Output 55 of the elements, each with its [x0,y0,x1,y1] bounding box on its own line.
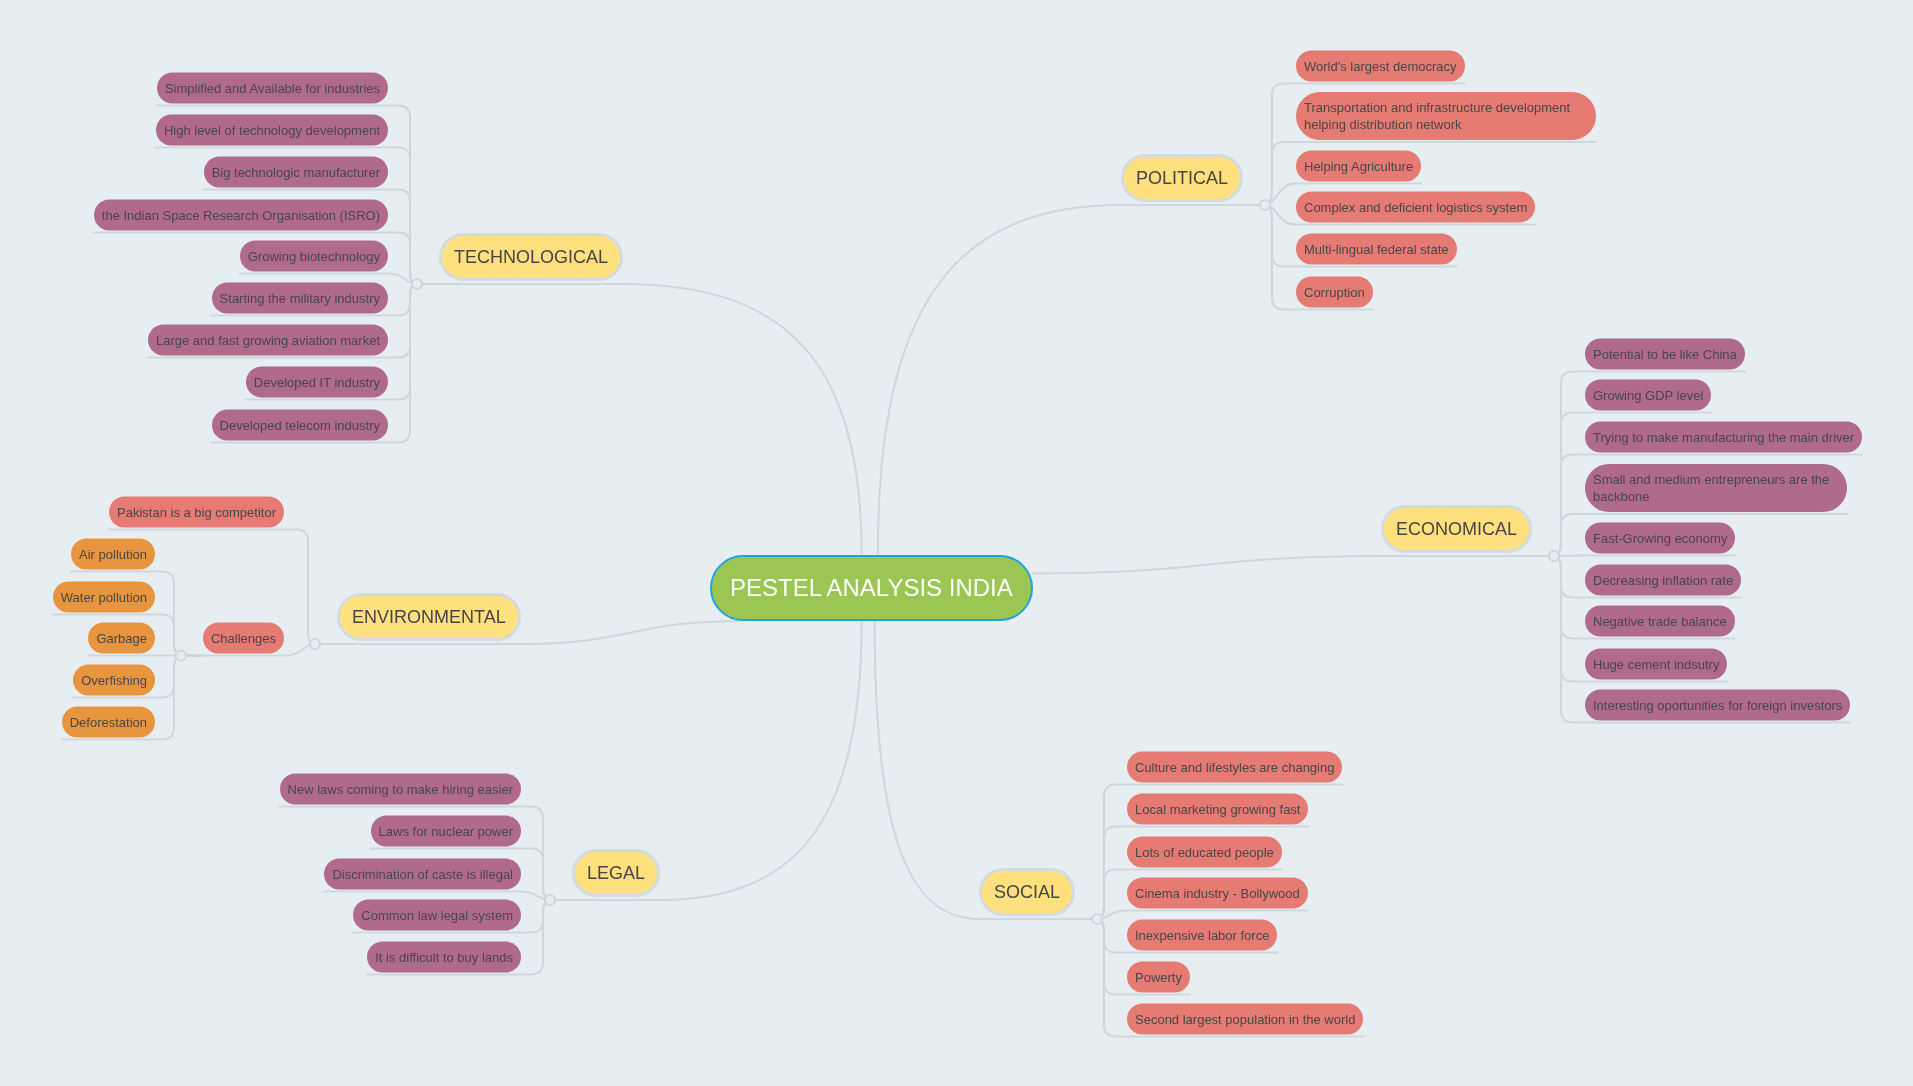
idea-pill: Big technologic manufacturer [203,156,388,188]
idea-pill: Transportation and infrastructure development helping distribution network [1296,92,1596,140]
connector-line [873,620,1076,920]
connector-line [438,283,863,556]
idea-pill: Decreasing inflation rate [1585,564,1742,596]
idea-pill: Culture and lifestyles are changing [1127,751,1343,783]
idea-pill: Corruption [1296,276,1373,308]
idea-pill: Multi-lingual federal state [1296,233,1457,265]
idea-pill: Pakistan is a big competitor [109,496,284,528]
connector-line [1031,555,1533,575]
idea-pill: Challenges [202,622,284,654]
idea-pill: Cinema industry - Bollywood [1127,877,1308,909]
idea-pill: Developed telecom industry [211,409,388,441]
idea-pill: Trying to make manufacturing the main driver [1585,421,1863,453]
category-pill: SOCIAL [978,868,1075,916]
idea-pill: It is difficult to buy lands [367,941,521,973]
category-pill: ECONOMICAL [1380,505,1532,553]
idea-pill: Interesting oportunities for foreign investors [1585,689,1851,721]
idea-pill: Inexpensive labor force [1127,919,1278,951]
idea-pill: the Indian Space Research Organisation (ISRO) [93,199,388,231]
idea-pill: Helping Agriculture [1296,150,1422,182]
idea-pill: Overfishing [73,664,155,696]
idea-pill: Complex and deficient logistics system [1296,191,1536,223]
category-pill: POLITICAL [1120,154,1243,202]
idea-pill: Water pollution [52,581,155,613]
idea-pill: Local marketing growing fast [1127,793,1309,825]
idea-pill: Common law legal system [353,899,521,931]
idea-pill: Second largest population in the world [1127,1003,1364,1035]
idea-pill: Growing GDP level [1585,379,1712,411]
idea-pill: Growing biotechnology [239,240,388,272]
category-pill: TECHNOLOGICAL [439,233,624,281]
idea-pill: Small and medium entrepreneurs are the backbone [1585,464,1847,512]
idea-pill: Simplified and Available for industries [156,72,388,104]
idea-pill: Huge cement indsutry [1585,648,1728,680]
idea-pill: Potential to be like China [1585,338,1745,370]
idea-pill: High level of technology development [155,114,388,146]
idea-pill: Discrimination of caste is illegal [324,858,521,890]
idea-pill: Laws for nuclear power [370,815,521,847]
category-pill: ENVIRONMENTAL [337,593,521,641]
idea-pill: Fast-Growing economy [1585,522,1736,554]
idea-pill: Air pollution [71,538,155,570]
idea-pill: Garbage [88,622,155,654]
idea-pill: Powerty [1127,961,1190,993]
idea-pill: Lots of educated people [1127,836,1282,868]
idea-pill: Deforestation [61,706,155,738]
category-pill: LEGAL [572,849,661,897]
central-topic-pill: PESTEL ANALYSIS INDIA [710,555,1033,621]
idea-pill: Large and fast growing aviation market [148,324,388,356]
connector-line [571,620,863,901]
idea-pill: Negative trade balance [1585,605,1735,637]
idea-pill: Starting the military industry [211,282,388,314]
idea-pill: Developed IT industry [245,366,388,398]
idea-pill: World's largest democracy [1296,50,1465,82]
connector-line [876,204,1244,556]
idea-pill: New laws coming to make hiring easier [279,773,521,805]
